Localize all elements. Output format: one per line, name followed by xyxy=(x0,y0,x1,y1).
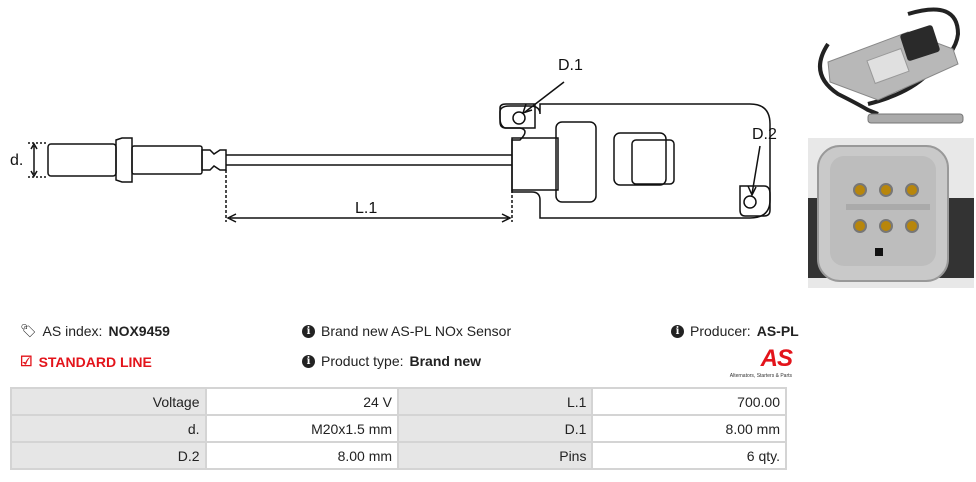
connector-photo xyxy=(808,138,974,288)
standard-line-badge: ☑ STANDARD LINE xyxy=(20,353,152,370)
as-index-value: NOX9459 xyxy=(108,323,170,339)
spec-value: 8.00 mm xyxy=(591,414,787,443)
info-icon: i xyxy=(671,324,684,338)
specs-table: Voltage 24 V L.1 700.00 d. M20x1.5 mm D.… xyxy=(10,387,787,470)
spec-key: Voltage xyxy=(10,387,207,416)
spec-value: 700.00 xyxy=(591,387,787,416)
as-pl-logo: AS Alternators, Starters & Parts xyxy=(712,345,793,379)
logo-tagline: Alternators, Starters & Parts xyxy=(729,373,792,379)
producer-value: AS-PL xyxy=(756,323,799,339)
table-row: D.2 8.00 mm Pins 6 qty. xyxy=(10,441,787,470)
spec-value: 8.00 mm xyxy=(204,441,400,470)
d-label: d. xyxy=(10,152,23,169)
spec-key: d. xyxy=(10,414,207,443)
product-type: i Product type: Brand new xyxy=(302,353,481,369)
sensor-dimension-diagram: d. L.1 D.1 D.2 xyxy=(10,57,777,223)
spec-key: D.2 xyxy=(10,441,207,470)
description-text: Brand new AS-PL NOx Sensor xyxy=(321,323,512,339)
product-photo xyxy=(808,4,974,130)
tags-icon: 🏷︎ xyxy=(20,323,37,338)
spec-key: D.1 xyxy=(397,414,594,443)
product-type-label: Product type: xyxy=(321,353,404,369)
product-type-value: Brand new xyxy=(409,353,482,369)
producer-label: Producer: xyxy=(690,323,751,339)
spec-value: 6 qty. xyxy=(591,441,787,470)
table-row: Voltage 24 V L.1 700.00 xyxy=(10,387,787,416)
spec-key: Pins xyxy=(397,441,594,470)
description: i Brand new AS-PL NOx Sensor xyxy=(302,323,511,339)
as-index-label: AS index: xyxy=(42,323,103,339)
checkbox-icon: ☑ xyxy=(20,353,33,369)
standard-line-label: STANDARD LINE xyxy=(38,353,152,370)
info-icon: i xyxy=(302,324,315,338)
d2-label: D.2 xyxy=(752,126,777,143)
spec-value: M20x1.5 mm xyxy=(204,414,400,443)
info-icon: i xyxy=(302,354,315,368)
spec-key: L.1 xyxy=(397,387,594,416)
table-row: d. M20x1.5 mm D.1 8.00 mm xyxy=(10,414,787,443)
l1-label: L.1 xyxy=(355,200,377,217)
producer: i Producer: AS-PL xyxy=(671,323,799,339)
d1-label: D.1 xyxy=(558,57,583,74)
as-index: 🏷︎ AS index: NOX9459 xyxy=(20,323,170,339)
logo-text: AS xyxy=(760,345,793,372)
spec-value: 24 V xyxy=(204,387,400,416)
